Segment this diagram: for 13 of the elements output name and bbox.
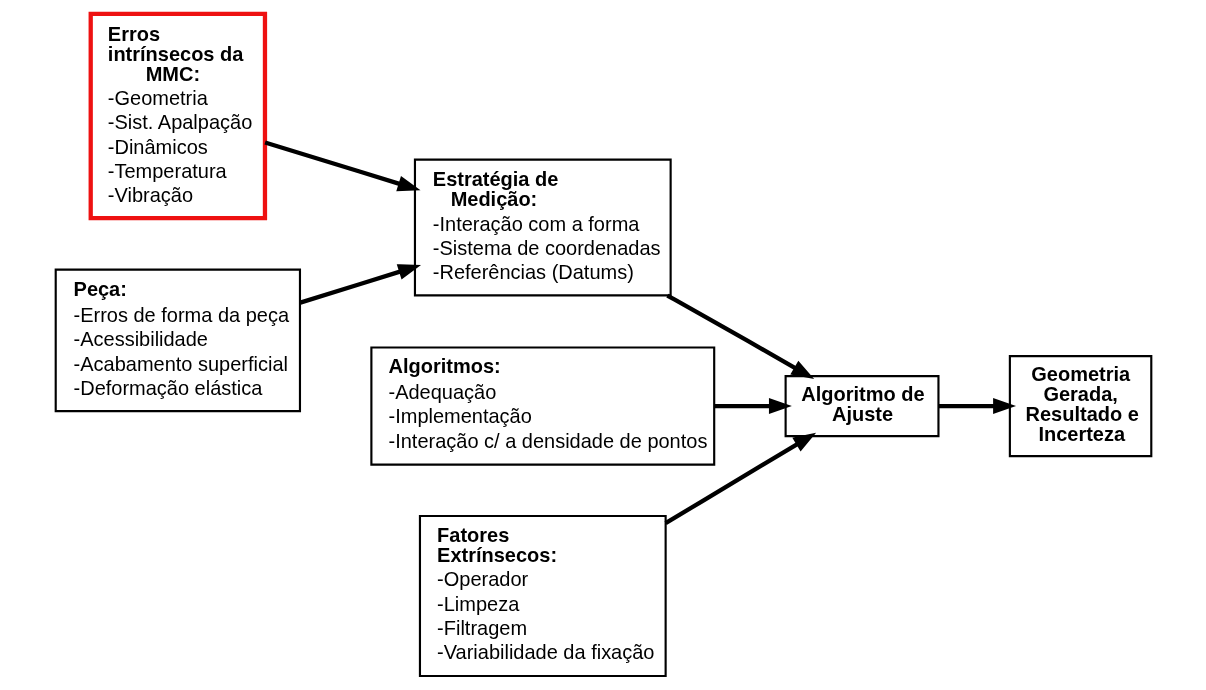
node-box: Peça: -Erros de forma da peça -Acessibilidade -Acabamento superficial -Deformação elástica	[54, 268, 301, 413]
node-box: Fatores Extrínsecos: -Operador -Limpeza -Filtragem -Variabilidade da fixação	[418, 514, 667, 678]
node-box: Algoritmos: -Adequação -Implementação -Interação c/ a densidade de pontos	[369, 346, 715, 466]
arrow	[299, 264, 421, 305]
node-box: Estratégia de Medição: -Interação com a forma -Sistema de coordenadas -Referências (Datums)	[413, 158, 672, 297]
arrow	[263, 140, 421, 192]
arrow	[664, 432, 816, 525]
arrow	[713, 398, 792, 415]
arrow	[665, 293, 814, 380]
node-box: Geometria Gerada, Resultado e Incerteza	[1008, 355, 1152, 458]
node-box: Erros intrínsecos da MMC: -Geometria -Sist. Apalpação -Dinâmicos -Temperatura -Vibração	[88, 11, 267, 221]
node-box: Algoritmo de Ajuste	[784, 375, 940, 438]
arrow	[938, 398, 1016, 415]
